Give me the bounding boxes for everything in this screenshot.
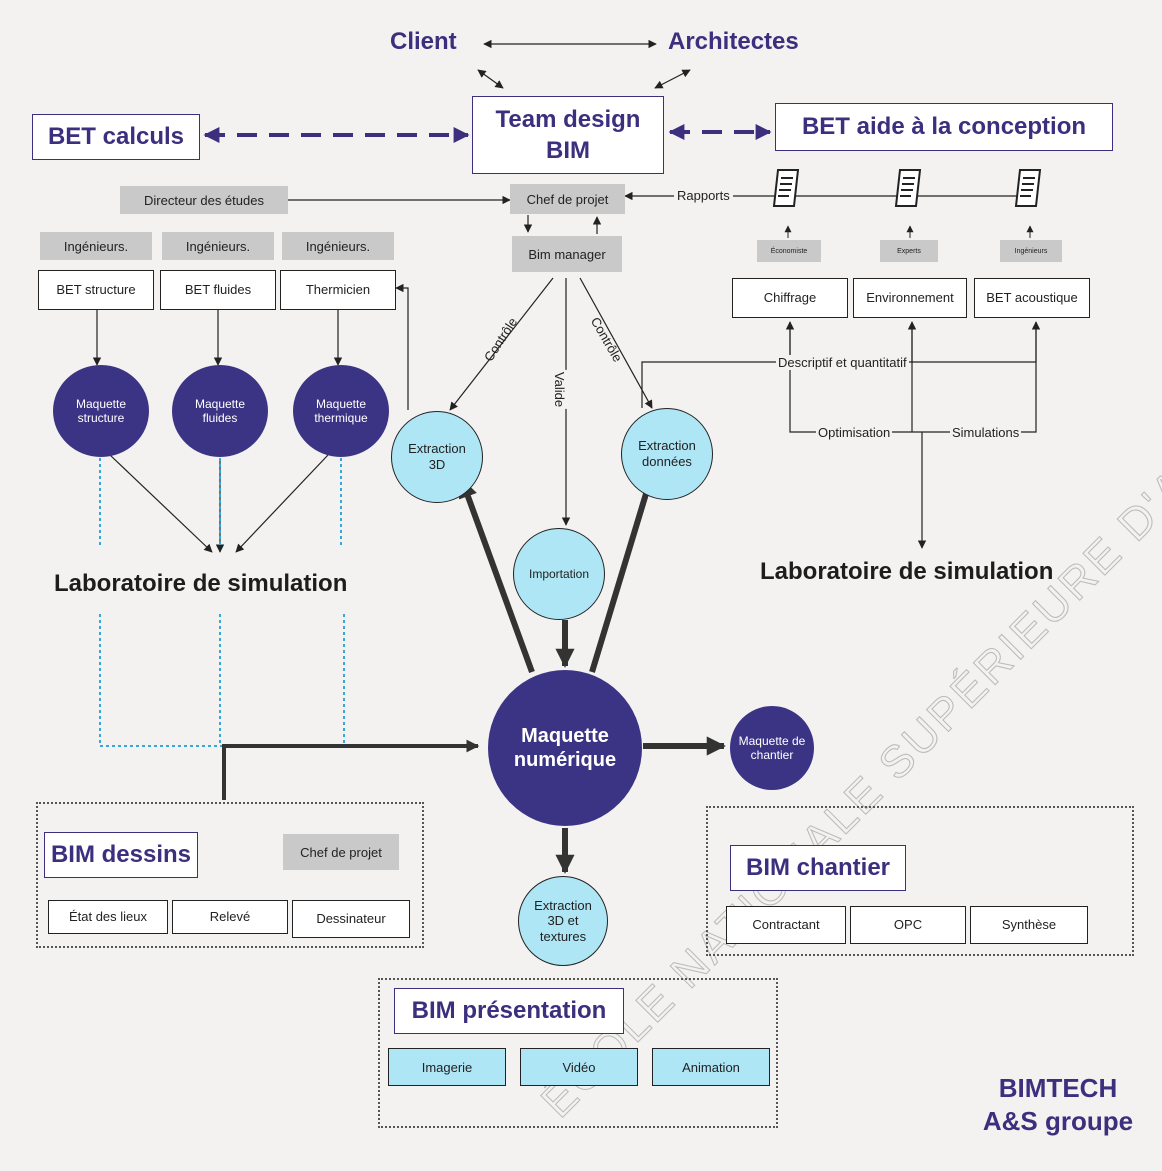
team-design-bim-box: Team design BIM bbox=[472, 96, 664, 174]
extraction-donnees-node: Extraction données bbox=[621, 408, 713, 500]
maquette-thermique-node: Maquette thermique bbox=[293, 365, 389, 457]
valide-label: Valide bbox=[552, 369, 568, 410]
directeur-etudes-box: Directeur des études bbox=[120, 186, 288, 214]
bim-presentation-group bbox=[378, 978, 778, 1128]
environnement-box: Environnement bbox=[853, 278, 967, 318]
contractant-box: Contractant bbox=[726, 906, 846, 944]
optimisation-label: Optimisation bbox=[816, 425, 893, 440]
ingenieurs-role: Ingénieurs bbox=[1000, 240, 1062, 262]
simulations-label: Simulations bbox=[950, 425, 1022, 440]
releve-box: Relevé bbox=[172, 900, 288, 934]
maquette-chantier-node: Maquette de chantier bbox=[730, 706, 814, 790]
bet-acoustique-box: BET acoustique bbox=[974, 278, 1090, 318]
laboratoire-simulation-left: Laboratoire de simulation bbox=[54, 570, 348, 597]
dessins-chef-de-projet-box: Chef de projet bbox=[283, 834, 399, 870]
ingenieurs-thermique-box: Ingénieurs. bbox=[282, 232, 394, 260]
bim-chantier-title: BIM chantier bbox=[730, 845, 906, 891]
maquette-fluides-node: Maquette fluides bbox=[172, 365, 268, 457]
maquette-structure-node: Maquette structure bbox=[53, 365, 149, 457]
importation-node: Importation bbox=[513, 528, 605, 620]
thermicien-box: Thermicien bbox=[280, 270, 396, 310]
imagerie-box: Imagerie bbox=[388, 1048, 506, 1086]
bim-dessins-title: BIM dessins bbox=[44, 832, 198, 878]
extraction-textures-node: Extraction 3D et textures bbox=[518, 876, 608, 966]
rapports-label: Rapports bbox=[674, 188, 733, 203]
bim-manager-box: Bim manager bbox=[512, 236, 622, 272]
video-box: Vidéo bbox=[520, 1048, 638, 1086]
maquette-numerique-node: Maquette numérique bbox=[488, 670, 642, 826]
architectes-label: Architectes bbox=[668, 28, 799, 55]
animation-box: Animation bbox=[652, 1048, 770, 1086]
bet-calculs-box: BET calculs bbox=[32, 114, 200, 160]
ingenieurs-fluides-box: Ingénieurs. bbox=[162, 232, 274, 260]
bet-aide-conception-box: BET aide à la conception bbox=[775, 103, 1113, 151]
chef-de-projet-box: Chef de projet bbox=[510, 184, 625, 214]
dessinateur-box: Dessinateur bbox=[292, 900, 410, 938]
bim-chantier-group bbox=[706, 806, 1134, 956]
bet-fluides-box: BET fluides bbox=[160, 270, 276, 310]
laboratoire-simulation-right: Laboratoire de simulation bbox=[760, 558, 1054, 585]
bet-structure-box: BET structure bbox=[38, 270, 154, 310]
synthese-box: Synthèse bbox=[970, 906, 1088, 944]
extraction-3d-node: Extraction 3D bbox=[391, 411, 483, 503]
bim-presentation-title: BIM présentation bbox=[394, 988, 624, 1034]
report-document-icon bbox=[772, 169, 800, 207]
chiffrage-box: Chiffrage bbox=[732, 278, 848, 318]
etat-des-lieux-box: État des lieux bbox=[48, 900, 168, 934]
bimtech-brand: BIMTECH A&S groupe bbox=[968, 1072, 1148, 1137]
report-document-icon bbox=[894, 169, 922, 207]
descriptif-quantitatif-label: Descriptif et quantitatif bbox=[776, 355, 909, 370]
opc-box: OPC bbox=[850, 906, 966, 944]
ingenieurs-structure-box: Ingénieurs. bbox=[40, 232, 152, 260]
brand-line-2: A&S groupe bbox=[982, 1105, 1134, 1136]
experts-role: Experts bbox=[880, 240, 938, 262]
brand-line-1: BIMTECH bbox=[998, 1073, 1118, 1103]
report-document-icon bbox=[1014, 169, 1042, 207]
client-label: Client bbox=[390, 28, 457, 55]
bim-dessins-group bbox=[36, 802, 424, 948]
economiste-role: Économiste bbox=[757, 240, 821, 262]
